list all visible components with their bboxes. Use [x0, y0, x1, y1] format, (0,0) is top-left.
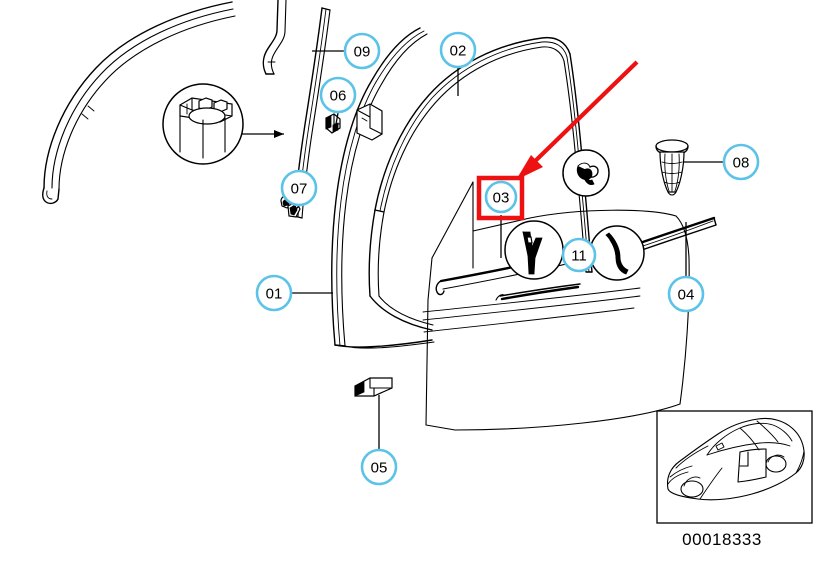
detail-seal-section-right: [589, 225, 645, 281]
callout-leader-lines: [292, 50, 723, 449]
vehicle-location-inset: 00018333: [656, 410, 813, 549]
callout-bubble-04[interactable]: 04: [667, 275, 705, 313]
callout-label-05: 05: [371, 460, 388, 477]
callout-label-06: 06: [330, 88, 347, 105]
callout-label-09: 09: [354, 44, 371, 61]
detail-seal-section-left: [504, 220, 564, 280]
callout-label-03: 03: [493, 190, 510, 207]
door-panel-outline: [422, 181, 690, 431]
inner-seal-lower-strip: [495, 283, 581, 301]
callout-label-04: 04: [678, 287, 695, 304]
detail-clip-magnifier: [162, 83, 244, 165]
inset-part-number: 00018333: [682, 530, 762, 549]
bracket-clip-05: [354, 377, 393, 397]
callout-bubble-11[interactable]: 11: [561, 237, 597, 273]
callout-bubble-08[interactable]: 08: [722, 143, 760, 181]
red-pointer-arrow: [516, 60, 639, 180]
callout-bubble-06[interactable]: 06: [319, 76, 357, 114]
door-aperture-seal-01: [331, 27, 435, 349]
callout-label-01: 01: [266, 286, 283, 303]
callout-label-08: 08: [733, 155, 750, 172]
callout-label-02: 02: [450, 43, 467, 60]
callout-label-11: 11: [571, 248, 587, 265]
detail-seal-section-upper: [562, 149, 610, 197]
callout-bubble-09[interactable]: 09: [343, 32, 381, 70]
callout-label-07: 07: [291, 181, 308, 198]
door-frame-seal-left-outer: [41, 1, 236, 205]
detail-pointer-arrow: [241, 130, 284, 138]
door-frame-bracket: [356, 103, 383, 141]
callout-bubble-02[interactable]: 02: [439, 31, 477, 69]
callout-bubble-05[interactable]: 05: [360, 448, 398, 486]
callout-bubble-01[interactable]: 01: [255, 274, 293, 312]
callout-bubble-03-highlighted[interactable]: 03: [476, 175, 525, 221]
seal-stub-09: [262, 0, 287, 75]
callout-bubble-07[interactable]: 07: [280, 169, 318, 207]
expanding-rivet-08: [655, 139, 689, 196]
outer-belt-weatherstrip-04: [632, 216, 717, 253]
